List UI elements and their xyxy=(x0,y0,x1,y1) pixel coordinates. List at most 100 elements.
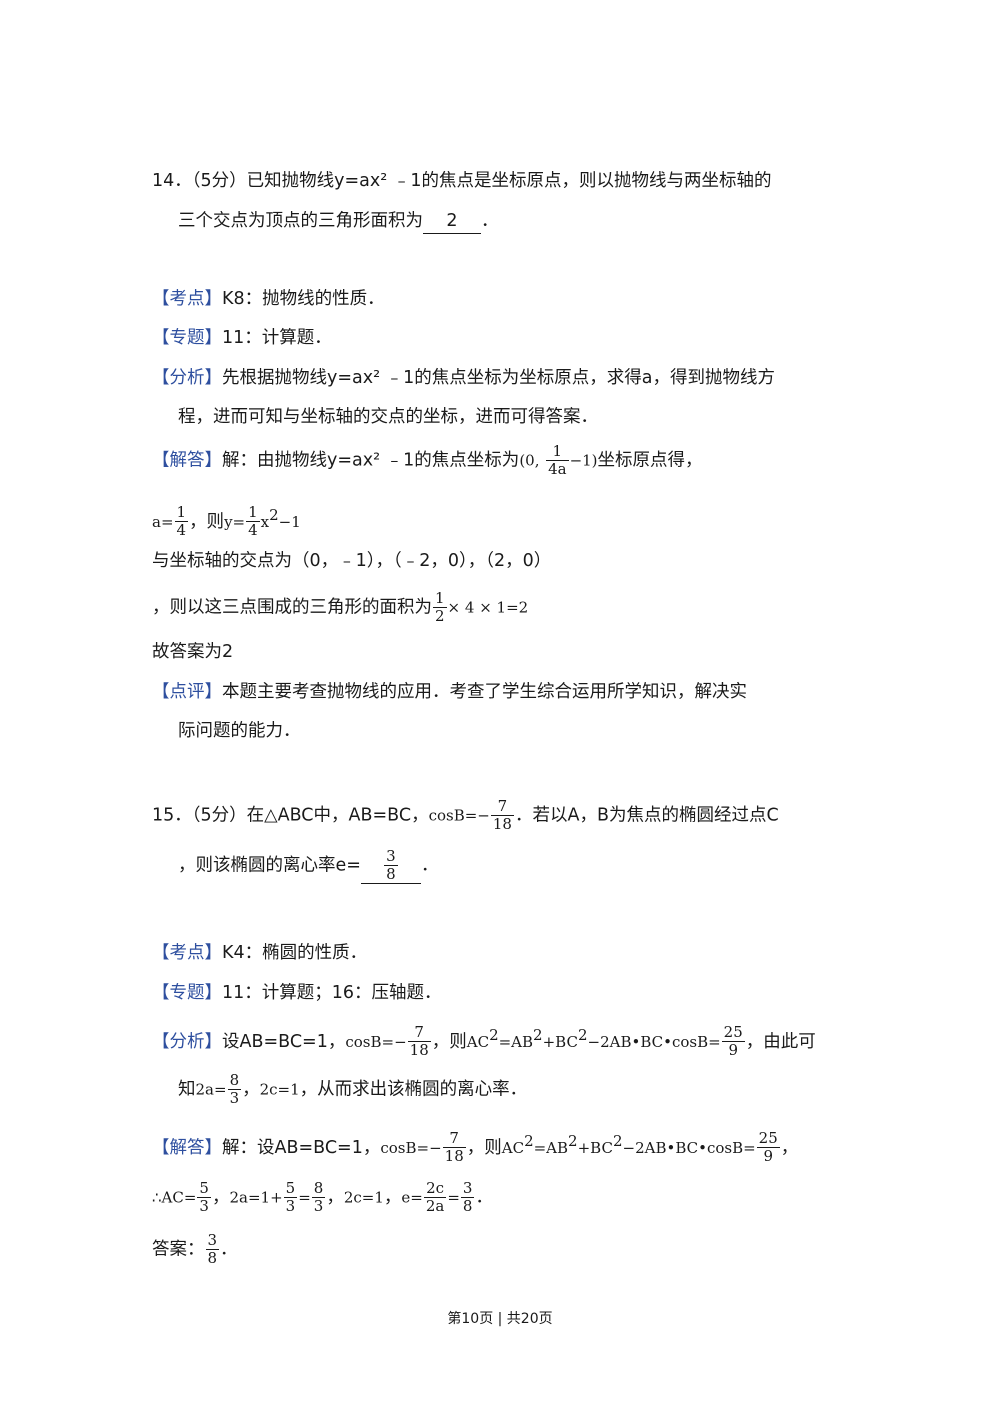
numerator: 25 xyxy=(756,1129,780,1149)
denominator: 8 xyxy=(207,1249,218,1267)
jieda-text-1b: 坐标原点得， xyxy=(597,450,703,471)
q15-number: 15． xyxy=(152,805,192,826)
text: ，则 xyxy=(431,1031,467,1052)
math: cosB=− xyxy=(345,1032,407,1051)
numerator: 3 xyxy=(460,1179,475,1198)
text: 与坐标轴的交点为（0，﹣1），（﹣2，0），（2，0） xyxy=(152,551,552,571)
math: cosB=− xyxy=(380,1138,442,1157)
math: =AB xyxy=(498,1032,534,1051)
math: 2a=1+ xyxy=(229,1188,283,1207)
math: −1) xyxy=(569,451,598,470)
fenxi-text-1: 先根据抛物线y=ax² ﹣1的焦点坐标为坐标原点，求得a，得到抛物线方 xyxy=(222,368,776,388)
math: ∴AC= xyxy=(152,1188,197,1207)
q14-dianping-2: 际问题的能力． xyxy=(178,716,301,746)
math: AC xyxy=(501,1138,525,1157)
q14-stem-2: 三个交点为顶点的三角形面积为 xyxy=(178,211,423,231)
q15-stem-1b: ．若以A，B为焦点的椭圆经过点C xyxy=(514,805,779,826)
dianping-text-2: 际问题的能力． xyxy=(178,721,301,741)
q14-kaodian: 【考点】K8：抛物线的性质． xyxy=(152,284,385,314)
superscript: 2 xyxy=(612,1132,623,1150)
kaodian-tag: 【考点】 xyxy=(152,943,222,963)
denominator: 18 xyxy=(409,1041,429,1060)
math: −1 xyxy=(278,512,301,531)
superscript: 2 xyxy=(489,1026,499,1044)
q14-answer-blank: 2 xyxy=(423,209,481,234)
math: −2AB•BC•cosB= xyxy=(622,1138,756,1157)
numerator: 1 xyxy=(174,503,189,523)
numerator: 5 xyxy=(283,1179,298,1198)
denominator: 8 xyxy=(462,1197,473,1215)
text: 答案： xyxy=(152,1239,205,1260)
math: x xyxy=(260,512,270,531)
denominator: 18 xyxy=(492,815,512,833)
text: ，由此可 xyxy=(745,1031,816,1052)
superscript: 2 xyxy=(568,1132,578,1150)
math: cosB=− xyxy=(428,806,490,825)
q15-stem-end: ． xyxy=(420,855,439,876)
denominator: 3 xyxy=(313,1197,324,1215)
fenxi-text-1: 设AB=BC=1， xyxy=(222,1031,346,1052)
zhuanti-tag: 【专题】 xyxy=(152,328,222,348)
q14-jieda-3: 与坐标轴的交点为（0，﹣1），（﹣2，0），（2，0） xyxy=(152,546,551,576)
q14-jieda-5: 故答案为2 xyxy=(152,637,233,667)
numerator: 8 xyxy=(227,1071,242,1090)
zhuanti-tag: 【专题】 xyxy=(152,983,222,1003)
page-footer: 第10页 | 共20页 xyxy=(447,1311,553,1327)
numerator: 1 xyxy=(246,503,260,523)
q15-zhuanti: 【专题】11：计算题；16：压轴题． xyxy=(152,978,442,1008)
superscript: 2 xyxy=(577,1026,588,1044)
text: ， xyxy=(211,1187,230,1208)
denominator: 2 xyxy=(435,607,445,625)
numerator: 7 xyxy=(407,1024,431,1043)
fenxi-text-2: 程，进而可知与坐标轴的交点的坐标，进而可得答案． xyxy=(178,407,598,427)
math: y= xyxy=(224,512,246,531)
denominator: 4 xyxy=(248,521,258,540)
q14-line1: 14．（5分）已知抛物线y=ax² ﹣1的焦点是坐标原点，则以抛物线与两坐标轴的 xyxy=(152,166,771,196)
dianping-tag: 【点评】 xyxy=(152,682,222,702)
dianping-text-1: 本题主要考查抛物线的应用．考查了学生综合运用所学知识，解决实 xyxy=(222,682,747,702)
math: 2a= xyxy=(195,1080,227,1099)
numerator: 3 xyxy=(205,1231,220,1250)
superscript: 2 xyxy=(524,1132,534,1150)
q14-dianping-1: 【点评】本题主要考查抛物线的应用．考查了学生综合运用所学知识，解决实 xyxy=(152,677,747,707)
text: ． xyxy=(220,1239,238,1260)
q14-fenxi-2: 程，进而可知与坐标轴的交点的坐标，进而可得答案． xyxy=(178,402,598,432)
zhuanti-text: 11：计算题；16：压轴题． xyxy=(222,983,442,1003)
numerator: 1 xyxy=(433,589,447,608)
q14-stem-end: ． xyxy=(481,211,499,231)
text: ． xyxy=(475,1187,493,1208)
numerator: 7 xyxy=(442,1130,466,1149)
q15-stem-2: ，则该椭圆的离心率e= xyxy=(178,855,361,876)
denominator: 3 xyxy=(199,1197,209,1215)
denominator: 4 xyxy=(176,521,187,540)
numerator: 5 xyxy=(197,1179,211,1198)
math: e= xyxy=(401,1188,423,1207)
math: AC xyxy=(466,1032,490,1051)
jieda-tag: 【解答】 xyxy=(152,1137,222,1158)
zhuanti-text: 11：计算题． xyxy=(222,328,332,348)
denominator: 3 xyxy=(229,1089,240,1107)
math: =AB xyxy=(533,1138,569,1157)
math: 2c=1 xyxy=(343,1188,384,1207)
jieda-tag: 【解答】 xyxy=(152,450,222,471)
denominator: 9 xyxy=(728,1041,738,1060)
